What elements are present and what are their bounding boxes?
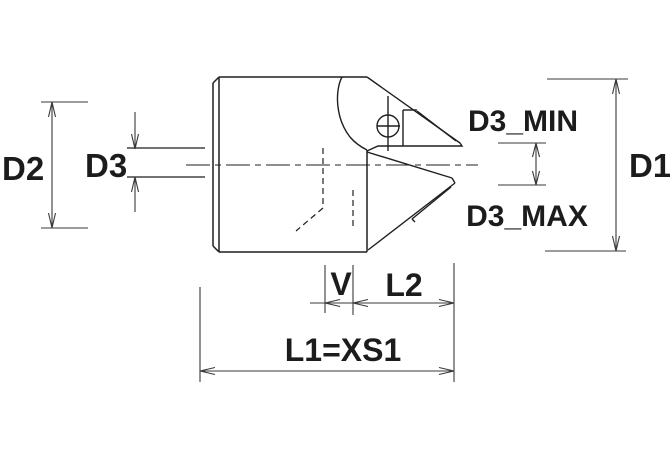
label-v: V bbox=[330, 266, 352, 302]
d3minmax-arrow-down-icon bbox=[531, 170, 541, 186]
body-top-left-chamfer bbox=[212, 76, 220, 84]
v-arrow-left-icon bbox=[324, 298, 341, 308]
insert-pocket-arc bbox=[336, 76, 368, 151]
label-d3-min: D3_MIN bbox=[468, 105, 578, 138]
d1-arrow-up-icon bbox=[611, 78, 621, 95]
label-d3: D3 bbox=[85, 147, 127, 184]
dimension-d3 bbox=[130, 112, 140, 212]
dimension-d1 bbox=[545, 78, 628, 252]
upper-insert-inner-edge bbox=[416, 110, 457, 142]
label-l1: L1=XS1 bbox=[285, 332, 402, 368]
bore-lines bbox=[127, 147, 205, 178]
dimension-l1 bbox=[199, 287, 455, 382]
lower-wedge-bottom-edge bbox=[367, 182, 456, 251]
lower-wedge-tip bbox=[451, 177, 456, 184]
upper-insert-bottom-edge bbox=[366, 142, 464, 152]
d3-arrow-up-icon bbox=[130, 176, 140, 193]
label-d2: D2 bbox=[2, 150, 44, 187]
dimension-v bbox=[310, 265, 354, 315]
l1-arrow-left-icon bbox=[199, 366, 216, 376]
label-l2: L2 bbox=[385, 267, 422, 303]
dimension-l2 bbox=[352, 263, 455, 382]
d3minmax-arrow-up-icon bbox=[531, 142, 541, 158]
l2-arrow-right-icon bbox=[438, 298, 455, 308]
lower-insert-inner-edge bbox=[411, 186, 452, 220]
d2-arrow-down-icon bbox=[47, 212, 57, 229]
d2-arrow-up-icon bbox=[47, 101, 57, 118]
l2-arrow-left-icon bbox=[352, 298, 369, 308]
label-d1: D1 bbox=[629, 147, 670, 184]
dimension-d2 bbox=[41, 101, 88, 229]
l1-arrow-right-icon bbox=[438, 366, 455, 376]
upper-insert-assembly bbox=[336, 76, 464, 152]
lower-insert-wedge bbox=[366, 151, 456, 251]
dimension-d3-min-max bbox=[498, 142, 546, 186]
body-bottom-left-chamfer bbox=[212, 245, 220, 253]
label-d3-max: D3_MAX bbox=[466, 200, 588, 233]
d3-arrow-down-icon bbox=[130, 133, 140, 150]
clamp-screw bbox=[376, 96, 400, 151]
hidden-line-diagonal bbox=[295, 207, 324, 232]
hidden-pocket-lines bbox=[295, 148, 354, 232]
d1-arrow-down-icon bbox=[611, 235, 621, 252]
lower-insert-edge-step bbox=[411, 218, 416, 223]
